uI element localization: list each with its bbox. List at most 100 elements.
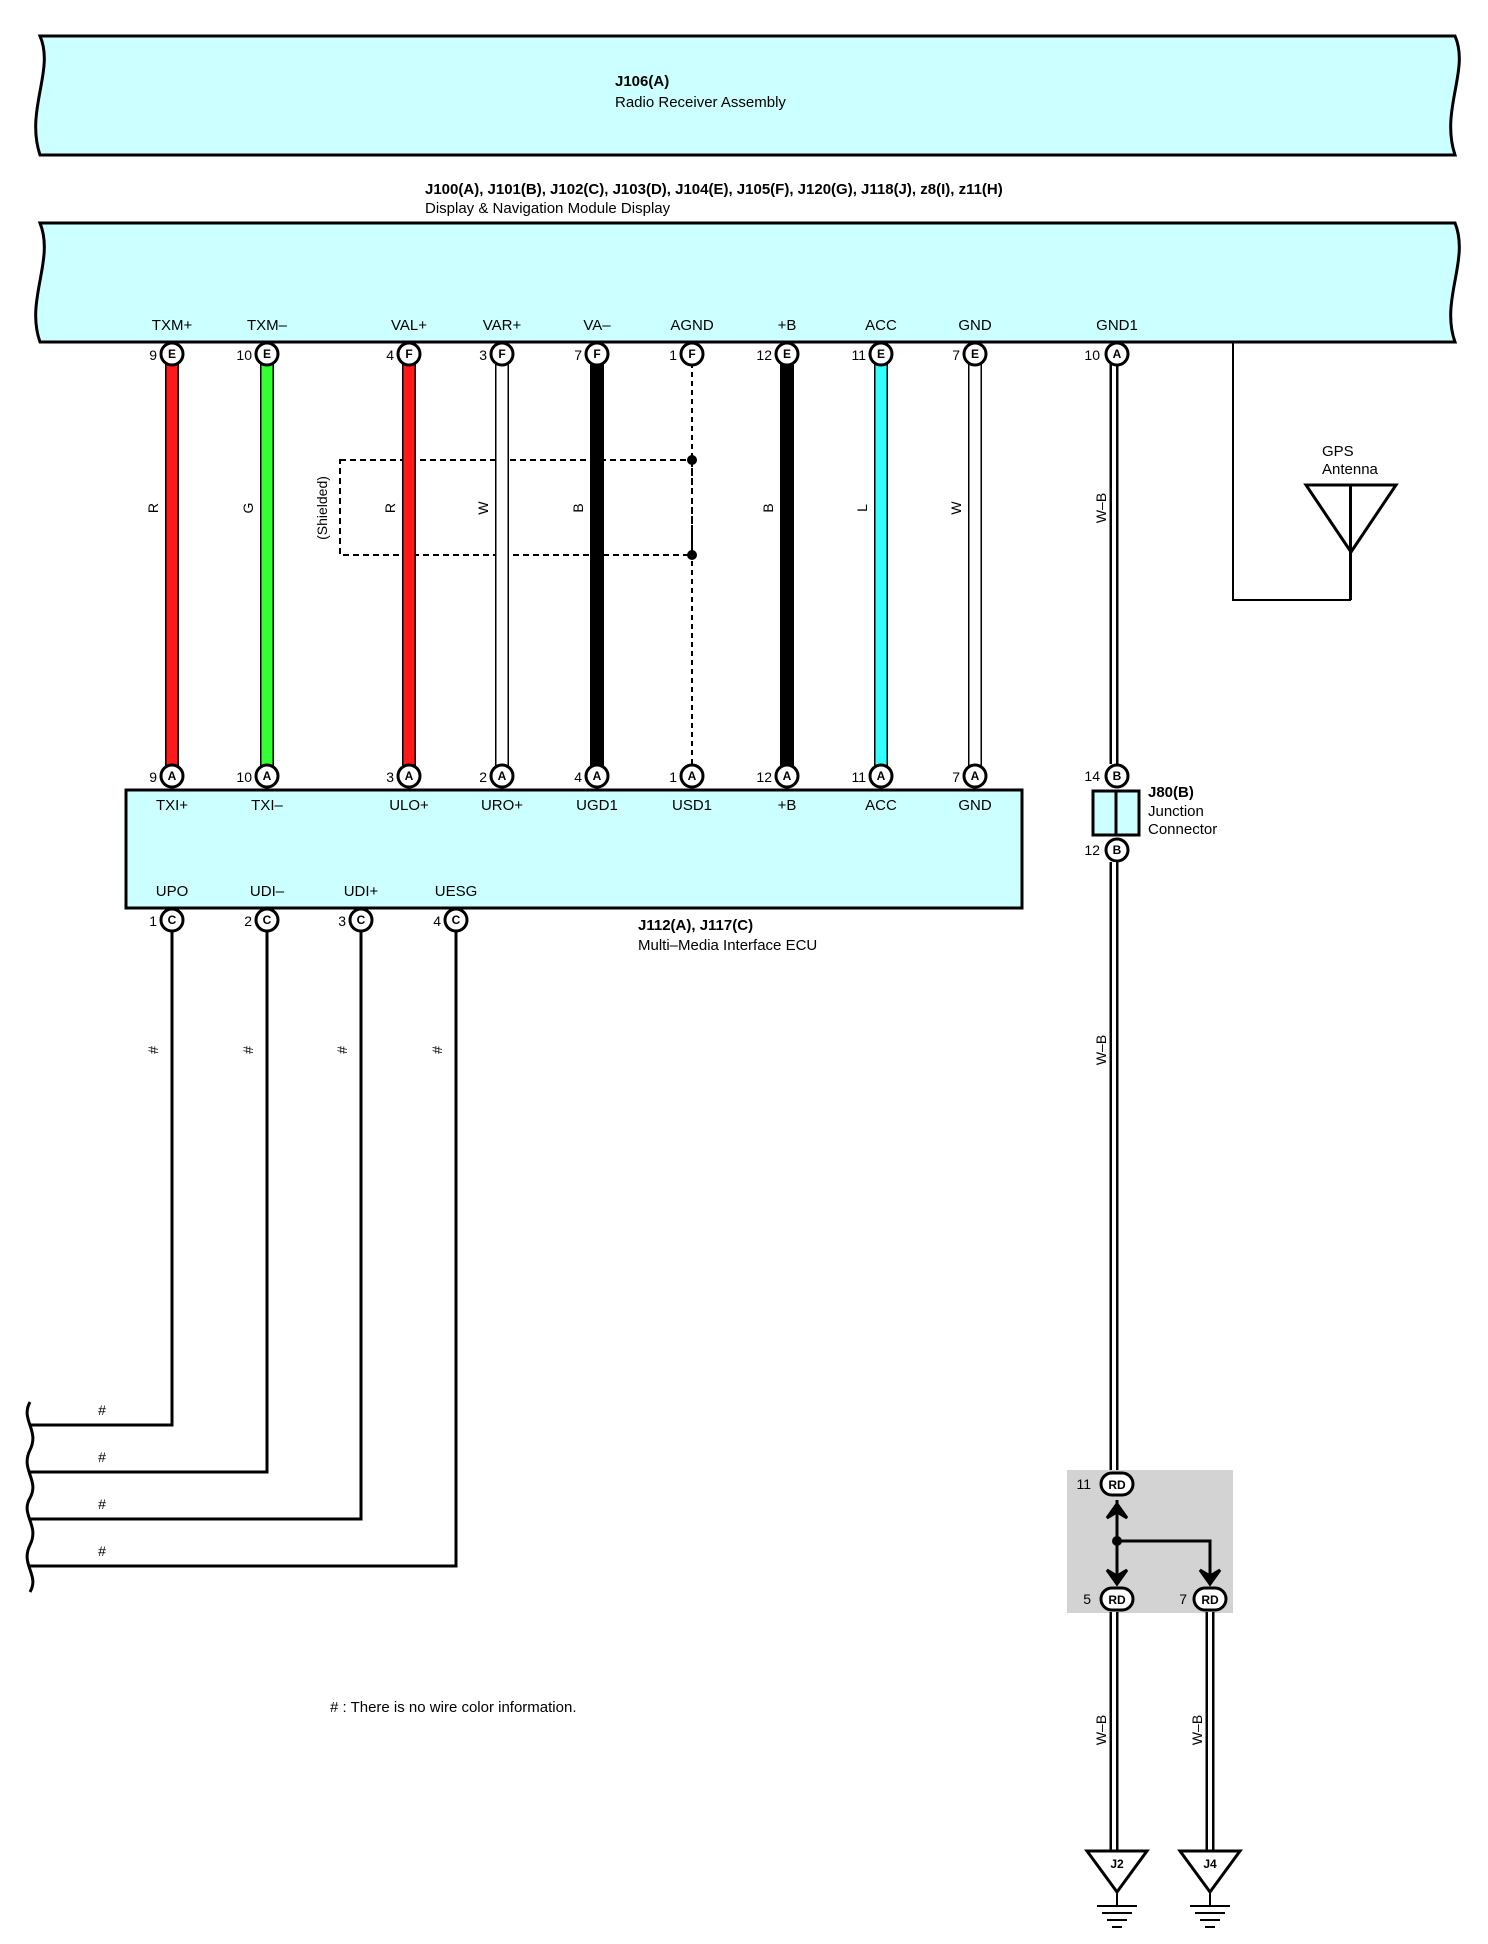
- gnd1-pin-circle: [1104, 341, 1130, 367]
- bot-conn: A: [783, 769, 792, 783]
- gps-label-2: Antenna: [1322, 461, 1379, 478]
- jc-top-conn: B: [1113, 769, 1122, 783]
- top-pin: 1: [669, 347, 677, 363]
- jc-bot-pin: 12: [1084, 842, 1100, 858]
- ground-triangle-2: [1177, 1849, 1243, 1895]
- top-pin-circle: [868, 341, 894, 367]
- ecu-lower-pin-circle: [348, 907, 374, 933]
- bot-label: +B: [778, 797, 797, 814]
- junction-name-2: Connector: [1148, 821, 1217, 838]
- junction-code: J80(B): [1148, 784, 1194, 801]
- radio-name: Radio Receiver Assembly: [615, 94, 786, 111]
- bot-pin: 4: [574, 769, 582, 785]
- display-module-box: [34, 221, 1461, 344]
- bot-conn: A: [405, 769, 414, 783]
- bot-pin: 7: [952, 769, 960, 785]
- top-pin-circle: [489, 341, 515, 367]
- color-code: W: [475, 501, 491, 515]
- top-label: VA–: [583, 317, 611, 334]
- top-label: ACC: [865, 317, 897, 334]
- top-pin-circle: [396, 341, 422, 367]
- gnd1-color-code-2: W–B: [1093, 1035, 1109, 1065]
- bot-conn: A: [971, 769, 980, 783]
- ecu-lower-wire-2: UDI+C3##: [30, 883, 379, 1521]
- bot-label: GND: [958, 797, 992, 814]
- ecu-lower-conn: C: [357, 913, 366, 927]
- top-conn: F: [593, 347, 600, 361]
- top-conn: E: [783, 347, 791, 361]
- splice-out1-conn: RD: [1108, 1593, 1126, 1607]
- ground-1-label: J2: [1110, 1857, 1124, 1871]
- bot-pin-circle: [679, 763, 705, 789]
- ecu-lower-mark: #: [334, 1046, 350, 1054]
- bot-pin-circle: [774, 763, 800, 789]
- top-pin: 7: [952, 347, 960, 363]
- bot-pin-circle: [396, 763, 422, 789]
- ecu-lower-mark: #: [429, 1046, 445, 1054]
- top-pin: 9: [149, 347, 157, 363]
- top-pin: 3: [479, 347, 487, 363]
- jc-top-pin: 14: [1084, 768, 1100, 784]
- splice-block: RD 11 RD 5 RD 7: [1067, 1470, 1233, 1613]
- ecu-lower-label: UDI–: [250, 883, 285, 900]
- top-pin-circle: [774, 341, 800, 367]
- ground-2-label: J4: [1203, 1857, 1217, 1871]
- bot-pin-circle: [489, 763, 515, 789]
- top-label: +B: [778, 317, 797, 334]
- top-label: VAL+: [391, 317, 427, 334]
- color-code: G: [240, 503, 256, 514]
- ecu-box: [124, 788, 1024, 910]
- bot-pin-circle: [868, 763, 894, 789]
- top-label: AGND: [670, 317, 714, 334]
- color-code: R: [382, 503, 398, 513]
- splice-out1-pin: 5: [1083, 1591, 1091, 1607]
- left-connector-break: [25, 1401, 35, 1593]
- top-conn: F: [688, 347, 695, 361]
- bot-conn: A: [877, 769, 886, 783]
- top-pin: 12: [756, 347, 772, 363]
- ecu-name: Multi–Media Interface ECU: [638, 937, 817, 954]
- bot-pin: 10: [236, 769, 252, 785]
- ecu-lower-pin-circle: [254, 907, 280, 933]
- radio-receiver-box: [34, 34, 1461, 157]
- bot-pin-circle: [962, 763, 988, 789]
- top-pin: 7: [574, 347, 582, 363]
- ecu-lower-mark-2: #: [98, 1496, 106, 1512]
- jc-bot-pin-circle: [1104, 837, 1130, 863]
- gnd1-conn: A: [1113, 347, 1122, 361]
- ecu-lower-label: UDI+: [344, 883, 379, 900]
- ecu-lower-pin-circle: [159, 907, 185, 933]
- top-label: TXM+: [152, 317, 193, 334]
- display-code: J100(A), J101(B), J102(C), J103(D), J104…: [425, 181, 1003, 198]
- top-label: TXM–: [247, 317, 288, 334]
- bot-label: ACC: [865, 797, 897, 814]
- top-pin: 11: [851, 347, 866, 363]
- bot-pin: 2: [479, 769, 487, 785]
- radio-code: J106(A): [615, 73, 669, 90]
- top-conn: E: [168, 347, 176, 361]
- bot-label: TXI+: [156, 797, 188, 814]
- ground-out-1: W–B J2: [1084, 1612, 1150, 1928]
- top-conn: E: [263, 347, 271, 361]
- ecu-lower-label: UPO: [156, 883, 189, 900]
- bot-label: URO+: [481, 797, 523, 814]
- ecu-lower-pin: 4: [433, 913, 441, 929]
- ecu-lower-mark-2: #: [98, 1449, 106, 1465]
- bot-conn: A: [593, 769, 602, 783]
- bot-label: ULO+: [389, 797, 429, 814]
- gnd1-label: GND1: [1096, 317, 1138, 334]
- gps-antenna: GPS Antenna: [1232, 342, 1399, 601]
- ground-out-2: W–B J4: [1177, 1612, 1243, 1928]
- bot-pin: 12: [756, 769, 772, 785]
- bot-conn: A: [498, 769, 507, 783]
- top-label: VAR+: [483, 317, 522, 334]
- top-pin-circle: [254, 341, 280, 367]
